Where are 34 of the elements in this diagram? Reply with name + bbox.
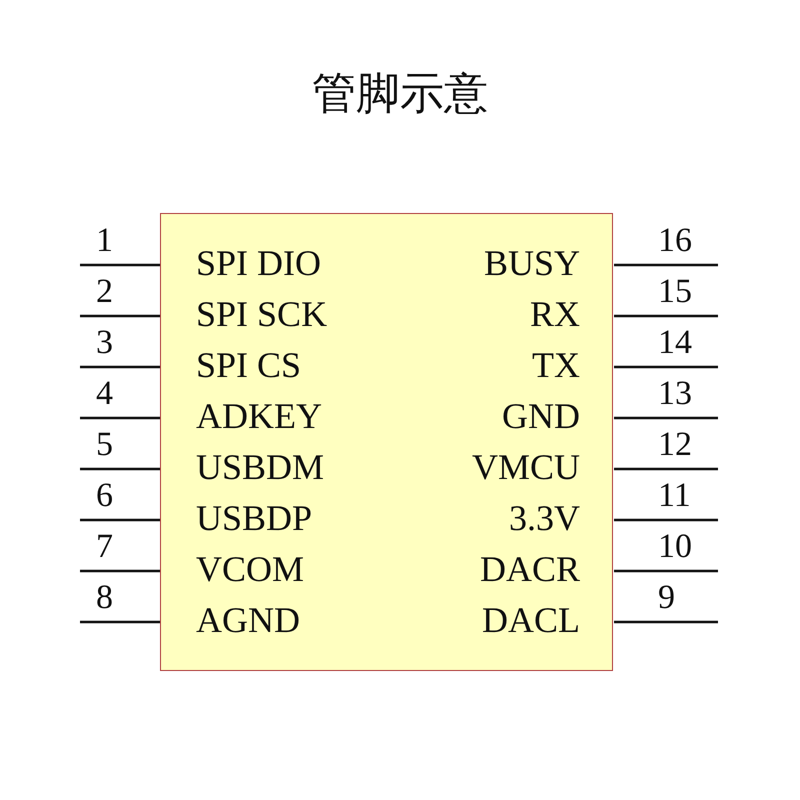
pin-name: SPI DIO: [196, 243, 322, 283]
pin-number: 14: [658, 323, 692, 363]
pin-name: SPI SCK: [196, 294, 328, 334]
pin-number: 15: [658, 272, 692, 312]
pin-number: 5: [96, 425, 113, 465]
pin-name: TX: [532, 345, 580, 385]
pin-name: USBDP: [196, 498, 312, 538]
pin-name: GND: [502, 396, 580, 436]
pin-number: 11: [658, 476, 691, 516]
pin-number: 2: [96, 272, 113, 312]
pin-number: 9: [658, 578, 675, 618]
pin-number: 8: [96, 578, 113, 618]
pin-number: 6: [96, 476, 113, 516]
pin-name: SPI CS: [196, 345, 302, 385]
pin-number: 10: [658, 527, 692, 567]
pin-name: USBDM: [196, 447, 324, 487]
pin-number: 1: [96, 221, 113, 261]
pin-name: ADKEY: [196, 396, 322, 436]
title: 管脚示意: [311, 67, 489, 121]
pin-number: 12: [658, 425, 692, 465]
pin-name: 3.3V: [509, 498, 580, 538]
pin-number: 16: [658, 221, 692, 261]
chip-body: [160, 213, 613, 671]
pin-name: DACL: [482, 600, 580, 640]
pin-number: 3: [96, 323, 113, 363]
pin-name: DACR: [480, 549, 580, 589]
pin-number: 13: [658, 374, 692, 414]
pin-name: BUSY: [484, 243, 580, 283]
pin-name: VMCU: [472, 447, 580, 487]
pin-name: RX: [530, 294, 580, 334]
pin-name: VCOM: [196, 549, 304, 589]
pin-name: AGND: [196, 600, 300, 640]
pin-number: 7: [96, 527, 113, 567]
pin-number: 4: [96, 374, 113, 414]
